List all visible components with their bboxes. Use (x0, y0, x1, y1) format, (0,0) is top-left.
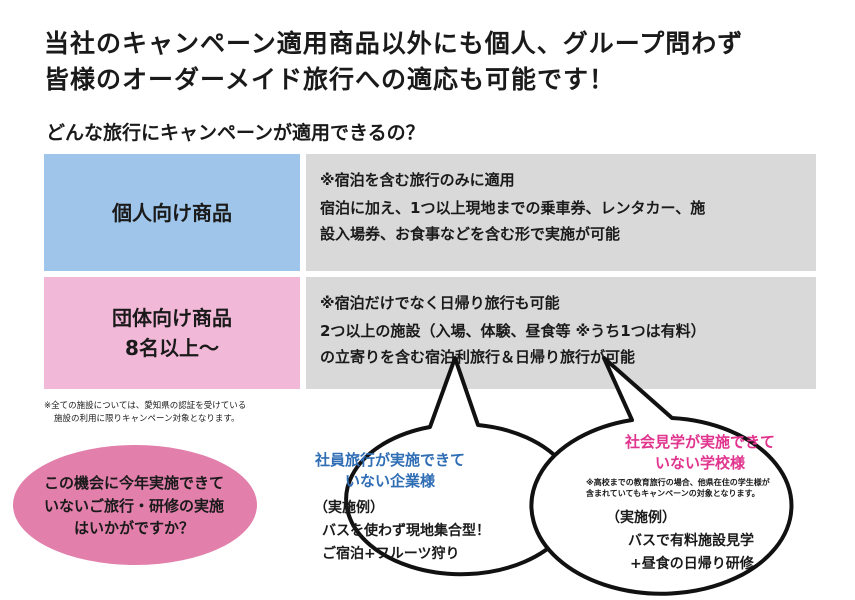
group-product-desc-line-1: 2つ以上の施設（入場、体験、昼食等 ※うち1つは有料） (320, 321, 706, 340)
pink-bubble-line-2: いないご旅行・研修の実施 (43, 496, 224, 515)
pink-bubble-line-1: この機会に今年実施できて (43, 474, 224, 492)
individual-product-desc-line-1: 宿泊に加え、1つ以上現地までの乗車券、レンタカー、施 (320, 198, 706, 217)
individual-product-label-cell: 個人向け商品 (44, 154, 300, 271)
company-bubble-title-line-2: いない企業様 (344, 472, 435, 490)
group-product-min-size: 8名以上〜 (125, 336, 219, 360)
company-example-line-1: バスを使わず現地集合型！ (322, 523, 490, 539)
school-speech-bubble (529, 356, 794, 596)
company-bubble-title-line-1: 社員旅行が実施できて (314, 451, 465, 469)
group-product-note: ※宿泊だけでなく日帰り旅行も可能 (320, 294, 560, 312)
school-bubble-note-line-2: 含まれていてもキャンペーンの対象となります。 (586, 488, 760, 498)
group-product-desc-line-2: の立寄りを含む宿泊利旅行＆日帰り旅行が可能 (320, 347, 636, 366)
school-bubble-note-line-1: ※高校までの教育旅行の場合、他県在住の学生様が (586, 478, 770, 487)
facility-footnote: ※全ての施設については、愛知県の認証を受けている 施設の利用に限りキャンペーン対… (44, 400, 246, 426)
campaign-question: どんな旅行にキャンペーンが適用できるの？ (46, 122, 425, 144)
group-product-label: 団体向け商品 (112, 306, 232, 330)
facility-footnote-line-2: 施設の利用に限りキャンペーン対象となります。 (54, 413, 240, 424)
headline-line-2: 皆様のオーダーメイド旅行への適応も可能です！ (44, 65, 616, 94)
individual-product-label: 個人向け商品 (112, 200, 232, 225)
individual-product-desc-line-2: 設入場券、お食事などを含む形で実施が可能 (320, 224, 621, 243)
facility-footnote-line-1: ※全ての施設については、愛知県の認証を受けている (44, 401, 247, 411)
school-example-line-2: +昼食の日帰り研修 (630, 556, 754, 572)
headline-line-1: 当社のキャンペーン適用商品以外にも個人、グループ問わず (44, 29, 744, 58)
group-product-detail-cell: ※宿泊だけでなく日帰り旅行も可能 2つ以上の施設（入場、体験、昼食等 ※うち1つ… (306, 277, 816, 389)
individual-product-note: ※宿泊を含む旅行のみに適用 (320, 171, 515, 189)
individual-product-detail-cell: ※宿泊を含む旅行のみに適用 宿泊に加え、1つ以上現地までの乗車券、レンタカー、施… (306, 154, 816, 271)
school-bubble-note: ※高校までの教育旅行の場合、他県在住の学生様が 含まれていてもキャンペーンの対象… (586, 478, 770, 500)
group-product-label-cell: 団体向け商品 8名以上〜 (44, 277, 300, 389)
school-example-label: （実施例） (606, 510, 676, 526)
pink-bubble-line-3: はいかがですか？ (73, 519, 194, 537)
company-example-label: （実施例） (314, 500, 384, 516)
school-bubble-title: 社会見学が実施できて いない学校様 (600, 432, 800, 474)
school-bubble-title-line-1: 社会見学が実施できて (624, 433, 775, 451)
pink-ellipse (13, 445, 257, 565)
school-bubble-title-line-2: いない学校様 (654, 454, 745, 472)
school-example-line-1: バスで有料施設見学 (628, 533, 754, 549)
company-example-line-2: ご宿泊+フルーツ狩り (322, 546, 460, 562)
pink-bubble-text: この機会に今年実施できて いないご旅行・研修の実施 はいかがですか？ (16, 472, 252, 540)
company-bubble-title: 社員旅行が実施できて いない企業様 (290, 450, 490, 492)
